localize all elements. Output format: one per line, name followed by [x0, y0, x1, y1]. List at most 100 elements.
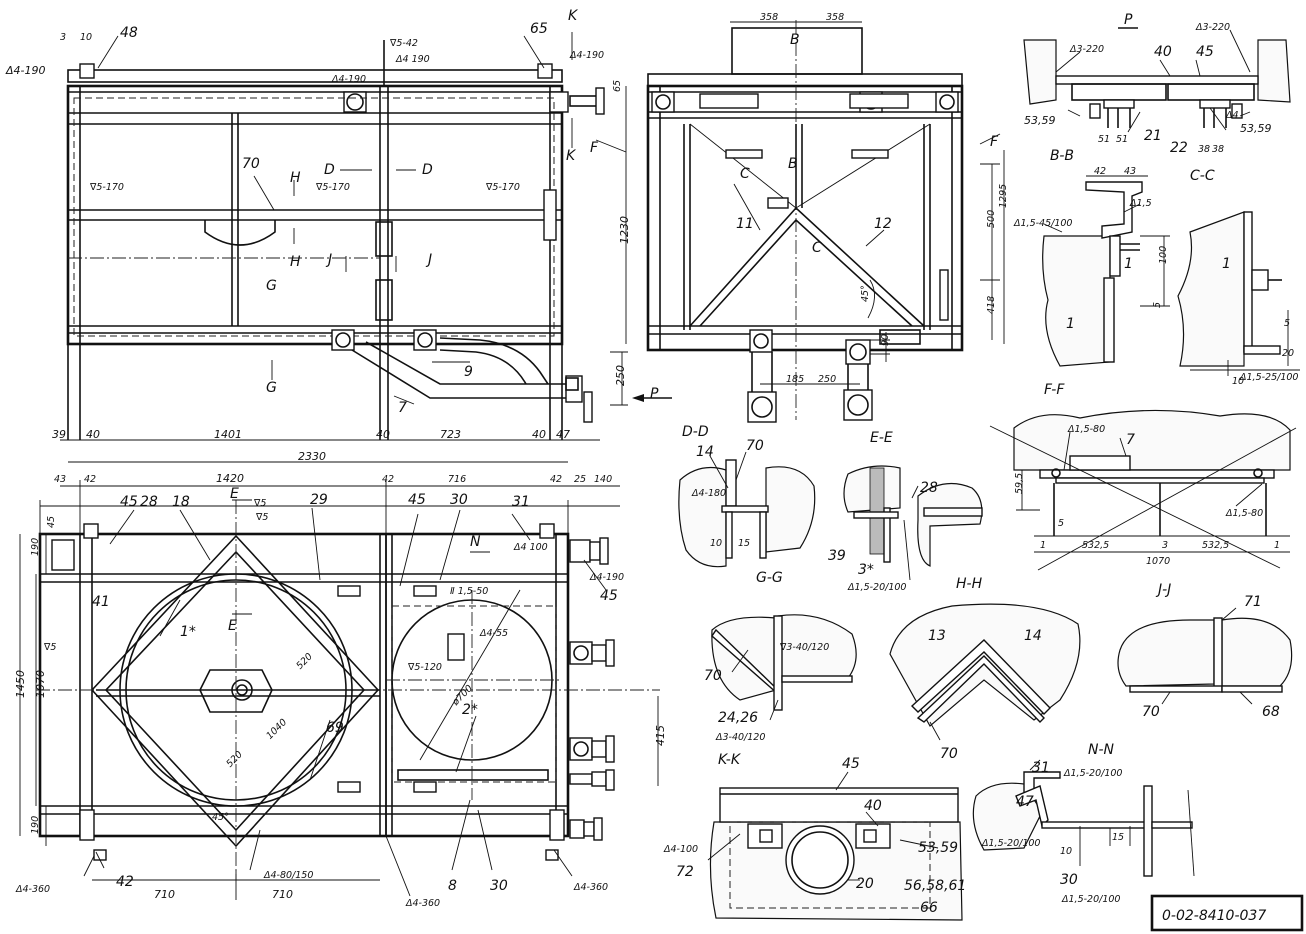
section-c-c-labels: C-C 1 5 20 10 Δ1,5-25/100 [1190, 168, 1298, 387]
dim-text: 10 [1060, 846, 1072, 857]
section-e-e-labels: E-E 28 39 3* Δ1,5-20/100 [828, 430, 938, 593]
dim-text: 500 [986, 210, 997, 228]
part-number: 71 [1244, 594, 1262, 610]
part-number: 12 [874, 216, 892, 232]
section-h-h-labels: H-H 13 14 70 [928, 576, 1042, 762]
dim-text: 358 [826, 12, 844, 23]
weld-note: Δ3-220 [1195, 22, 1230, 33]
section-cut-label: B [788, 156, 798, 172]
section-c-c [1177, 211, 1300, 376]
dim-text: 190 [30, 816, 41, 834]
part-number: 31 [512, 494, 530, 510]
weld-note: Δ4 190 [395, 54, 430, 65]
part-number: 45 [408, 492, 426, 508]
weld-note: Δ1,5-20/100 [981, 838, 1040, 849]
weld-note: Δ1,5-45/100 [1013, 218, 1072, 229]
section-cut-label: C [740, 166, 750, 182]
part-number: 22 [1170, 140, 1188, 156]
section-cut-label: J [325, 252, 332, 268]
weld-note: Δ4-360 [573, 882, 608, 893]
section-cut-label: B [790, 32, 800, 48]
dim-text: 1070 [1146, 556, 1170, 567]
weld-note: ∇5 [253, 498, 266, 509]
dim-text: 42 [382, 474, 394, 485]
part-number: 30 [450, 492, 468, 508]
section-j-j [1117, 607, 1293, 705]
weld-note: Δ4-190 [589, 572, 624, 583]
dim-text: 40 [376, 428, 390, 441]
part-number: 11 [736, 216, 754, 232]
view-title: F-F [1044, 382, 1065, 398]
dim-text: 250 [614, 365, 627, 386]
view-title: C-C [1190, 168, 1215, 184]
view-title: H-H [956, 576, 983, 592]
dim-text: 45 [46, 516, 57, 528]
part-number: 21 [1144, 128, 1162, 144]
section-cut-label: G [266, 380, 277, 396]
part-number: 40 [864, 798, 882, 814]
section-j-j-labels: J-J 71 70 68 [1142, 582, 1280, 720]
part-number: 1 [1066, 316, 1075, 332]
dim-text: 45° [860, 285, 871, 302]
section-cut-label: D [324, 162, 335, 178]
dim-text: 38 [1198, 144, 1210, 155]
dim-text: 15 [1112, 832, 1124, 843]
section-cut-label: G [266, 278, 277, 294]
section-n-n [972, 759, 1195, 877]
view-p-labels: P Δ3-220 Δ3-220 40 45 Δ4 53,59 51 51 21 … [1024, 12, 1272, 156]
dim-text: 1 [1274, 540, 1280, 551]
section-d-d-labels: D-D 14 70 Δ4-180 10 15 [682, 424, 764, 549]
dim-text: 190 [30, 538, 41, 556]
dim-text: 3 [1162, 540, 1168, 551]
part-number: 70 [746, 438, 764, 454]
part-number: 8 [448, 878, 457, 894]
weld-note: Δ4-100 [663, 844, 698, 855]
section-cut-label: N [470, 534, 481, 550]
dim-text: 418 [986, 296, 997, 314]
dim-text: 90 [880, 334, 891, 346]
view-title: N-N [1088, 742, 1115, 758]
side-elevation-view [646, 20, 1005, 423]
section-g-g [711, 614, 857, 721]
weld-note: Δ1,5-20/100 [1061, 894, 1120, 905]
weld-note: ∇5 [255, 512, 268, 523]
part-number: 3* [858, 562, 874, 578]
section-cut-label: F [590, 140, 599, 156]
part-number: 2* [462, 702, 478, 718]
dim-text: 1070 [34, 670, 47, 698]
section-cut-label: C [812, 240, 822, 256]
dim-text: 723 [440, 428, 461, 441]
part-number: 31 [1032, 760, 1050, 776]
weld-note: Δ3-40/120 [715, 732, 765, 743]
dim-text: 250 [818, 374, 836, 385]
part-number: 70 [704, 668, 722, 684]
weld-note: Δ1,5-20/100 [1063, 768, 1122, 779]
part-number: 53,59 [1024, 114, 1056, 127]
dim-text: 20 [1282, 348, 1294, 359]
dim-text: 140 [594, 474, 612, 485]
dim-text: 51 [1098, 134, 1110, 145]
part-number: 28 [920, 480, 938, 496]
view-title: B-B [1050, 148, 1074, 164]
dim-text: 10 [710, 538, 722, 549]
view-title: J-J [1155, 582, 1171, 598]
dim-text: 1420 [216, 472, 244, 485]
section-b-b [1042, 175, 1170, 367]
part-number: 69 [326, 720, 344, 736]
part-number: 20 [856, 876, 874, 892]
part-number: 45 [1196, 44, 1214, 60]
part-number: 13 [928, 628, 946, 644]
dim-text: 5 [1152, 302, 1163, 308]
weld-note: ∇5-170 [89, 182, 124, 193]
dim-text: 1040 [264, 717, 289, 742]
weld-note: Δ1,5 [1129, 198, 1152, 209]
dim-text: 1450 [14, 670, 27, 698]
part-number: 40 [1154, 44, 1172, 60]
part-number: 70 [940, 746, 958, 762]
section-k-k-labels: K-K 45 40 53,59 Δ4-100 72 20 56,58,61 66 [663, 752, 966, 916]
dim-text: 710 [154, 888, 175, 901]
weld-note: Δ4-360 [15, 884, 50, 895]
dim-text: 5 [1058, 518, 1064, 529]
plan-view-labels: 43 42 1420 42 716 42 25 140 45 190 1450 … [14, 472, 667, 909]
